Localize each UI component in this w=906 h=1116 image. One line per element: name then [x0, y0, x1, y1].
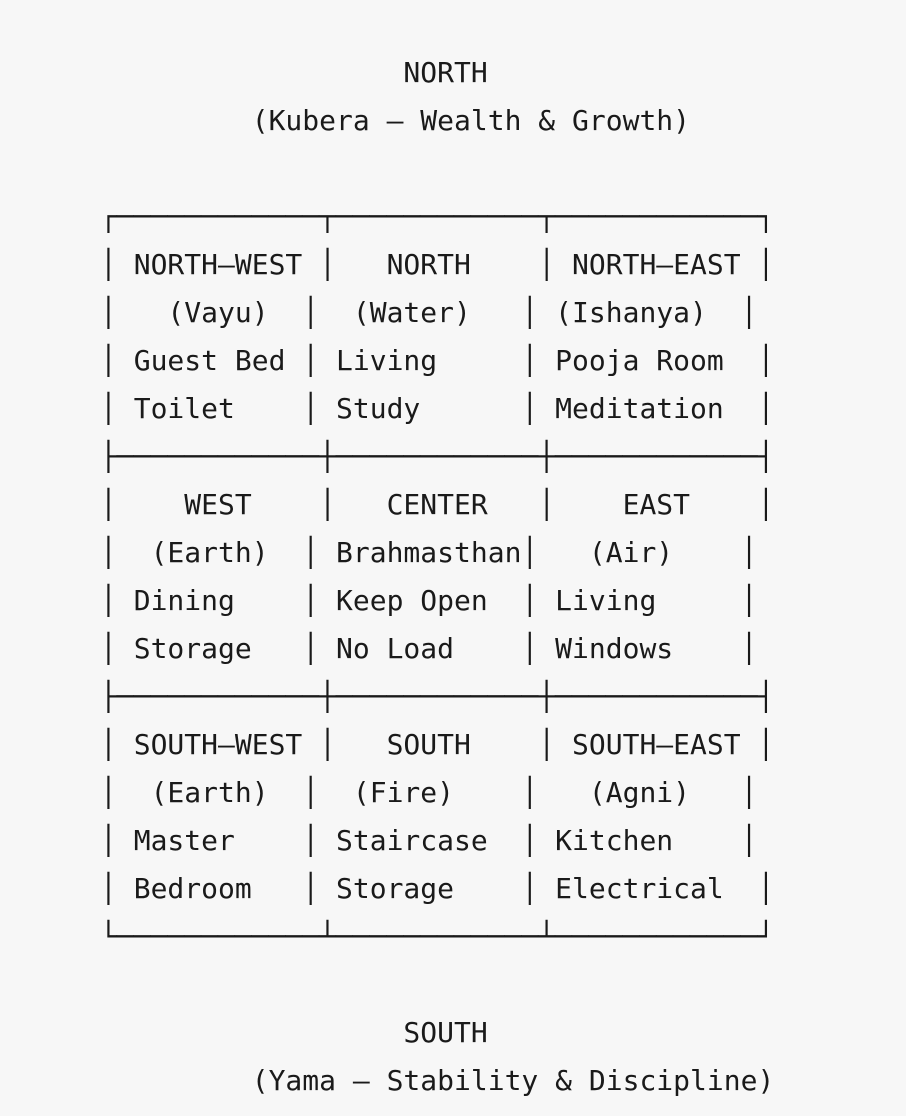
grid-top-border: ┌────────────┬────────────┬────────────┐ [100, 200, 775, 233]
subtitle-north: (Kubera — Wealth & Growth) [100, 104, 691, 137]
row3-rooms-b: │ Bedroom │ Storage │ Electrical │ [100, 872, 775, 905]
title-south: SOUTH [100, 1016, 488, 1049]
row3-directions: │ SOUTH—WEST │ SOUTH │ SOUTH—EAST │ [100, 728, 775, 761]
row1-directions: │ NORTH—WEST │ NORTH │ NORTH—EAST │ [100, 248, 775, 281]
subtitle-south: (Yama — Stability & Discipline) [100, 1064, 775, 1097]
title-north: NORTH [100, 56, 488, 89]
row3-aspects: │ (Earth) │ (Fire) │ (Agni) │ [100, 776, 758, 809]
row1-rooms-a: │ Guest Bed │ Living │ Pooja Room │ [100, 344, 775, 377]
row2-rooms-b: │ Storage │ No Load │ Windows │ [100, 632, 758, 665]
row3-rooms-a: │ Master │ Staircase │ Kitchen │ [100, 824, 758, 857]
spacer-top [100, 145, 906, 193]
grid-divider-upper: ├────────────┼────────────┼────────────┤ [100, 440, 775, 473]
grid-bottom-border: └────────────┴────────────┴────────────┘ [100, 920, 775, 953]
row2-directions: │ WEST │ CENTER │ EAST │ [100, 488, 775, 521]
row2-aspects: │ (Earth) │ Brahmasthan│ (Air) │ [100, 536, 758, 569]
spacer-bottom [100, 961, 906, 1009]
row1-aspects: │ (Vayu) │ (Water) │ (Ishanya) │ [100, 296, 758, 329]
grid-divider-lower: ├────────────┼────────────┼────────────┤ [100, 680, 775, 713]
row2-rooms-a: │ Dining │ Keep Open │ Living │ [100, 584, 758, 617]
row1-rooms-b: │ Toilet │ Study │ Meditation │ [100, 392, 775, 425]
